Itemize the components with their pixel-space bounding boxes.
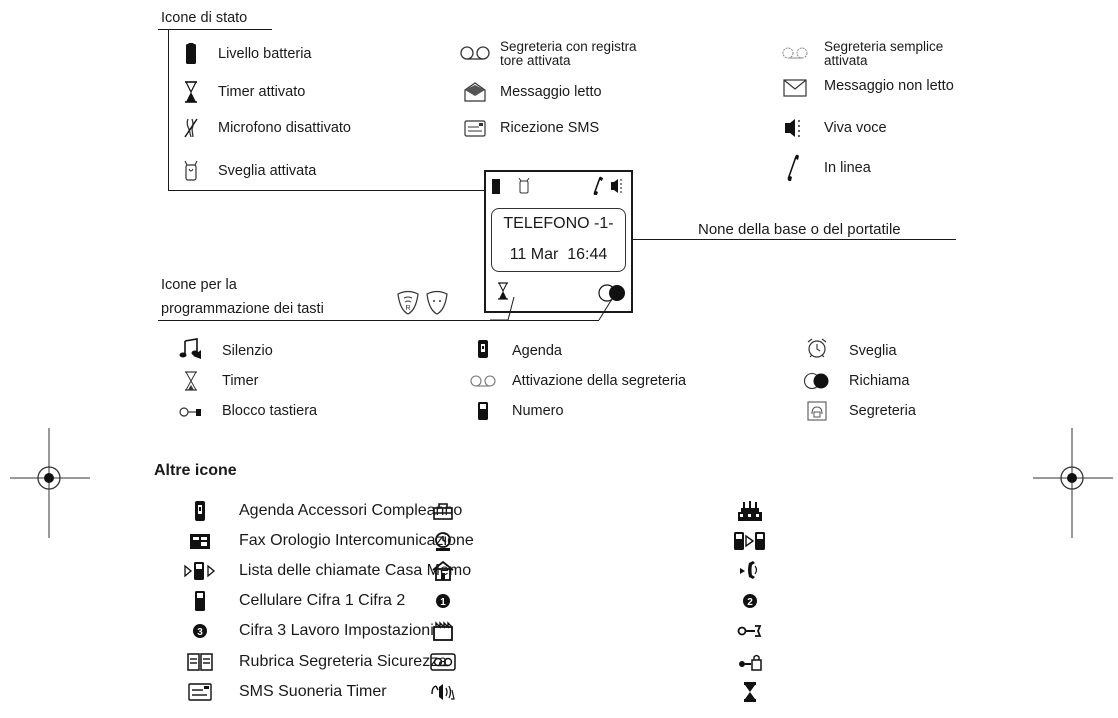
status-heading-underline (158, 29, 272, 30)
svg-text:1: 1 (440, 597, 446, 608)
registration-mark-left (10, 428, 90, 538)
message-read-icon (462, 81, 488, 103)
display-recall-icon (597, 284, 629, 307)
other-icons-row-label: Rubrica Segreteria Sicurezza (239, 653, 448, 670)
other-icons-row-label: Cifra 3 Lavoro Impostazioni (239, 622, 434, 639)
answering-recorder-label-line1: Segreteria con registra (500, 39, 637, 54)
speakerphone-label: Viva voce (824, 120, 887, 136)
battery-label: Livello batteria (218, 46, 312, 62)
handset-icon (782, 153, 804, 183)
ringtone-icon (426, 681, 460, 703)
alarm-clock-icon (180, 160, 202, 182)
programming-heading-line2: programmazione dei tasti (161, 301, 324, 317)
svg-text:3: 3 (197, 627, 203, 638)
message-unread-label: Messaggio non letto (824, 78, 954, 94)
svg-text:2: 2 (747, 597, 753, 608)
sms-icon (183, 681, 217, 703)
clock-icon (426, 530, 460, 552)
display-speaker-icon (610, 177, 624, 200)
timer-icon (733, 681, 767, 703)
programming-leader-lines (490, 296, 613, 321)
answering-recorder-label-line2: tore attivata (500, 53, 571, 68)
number-label: Numero (512, 403, 564, 419)
other-heading: Altre icone (154, 462, 237, 479)
answering-simple-label-line2: attivata (824, 53, 868, 68)
answering-key-icon (806, 400, 828, 422)
fax-icon (183, 530, 217, 552)
digit-3-icon: 3 (183, 620, 217, 642)
home-icon (426, 560, 460, 582)
display-screen: TELEFONO -1- 11 Mar 16:44 (491, 208, 626, 272)
accessories-icon (426, 500, 460, 522)
other-icons-row-label: Agenda Accessori Compleanno (239, 502, 463, 519)
timer-label: Timer (222, 373, 259, 389)
number-icon (472, 400, 494, 422)
silence-icon (178, 338, 204, 360)
agenda-small-icon (472, 338, 494, 360)
battery-icon (180, 43, 202, 65)
soft-key-right-icon (424, 290, 450, 316)
registration-mark-right (1033, 428, 1113, 538)
digit-2-icon: 2 (733, 590, 767, 612)
answering-key-label: Segreteria (849, 403, 916, 419)
base-name-leader (633, 239, 956, 240)
phonebook-icon (183, 651, 217, 673)
timer-on-label: Timer attivato (218, 84, 306, 100)
intercom-icon (733, 530, 767, 552)
programming-heading-underline (158, 320, 599, 321)
recall-label: Richiama (849, 373, 910, 389)
recall-icon (802, 370, 832, 392)
answering-simple-icon (780, 42, 810, 64)
silence-label: Silenzio (222, 343, 273, 359)
phone-display: TELEFONO -1- 11 Mar 16:44 (484, 170, 633, 313)
in-line-label: In linea (824, 160, 871, 176)
answering-machine-icon (426, 651, 460, 673)
call-list-icon (183, 560, 217, 582)
svg-text:R: R (405, 305, 410, 312)
display-battery-icon (492, 179, 500, 194)
digit-1-icon: 1 (426, 590, 460, 612)
base-name-label: None della base o del portatile (698, 221, 901, 238)
status-leader-horizontal (168, 190, 484, 191)
message-unread-icon (782, 77, 808, 99)
keylock-icon (178, 401, 204, 423)
alarm-icon (804, 337, 830, 359)
display-hourglass-icon (498, 282, 508, 305)
agenda-icon (183, 500, 217, 522)
other-icons-row-label: Lista delle chiamate Casa Memo (239, 562, 472, 579)
agenda-label: Agenda (512, 343, 562, 359)
status-heading: Icone di stato (161, 10, 248, 26)
keylock-label: Blocco tastiera (222, 403, 318, 419)
soft-key-left-icon: R (395, 290, 421, 316)
answering-activation-icon (468, 370, 498, 392)
answering-simple-label-line1: Segreteria semplice (824, 39, 944, 54)
sms-receive-icon (462, 117, 488, 139)
message-read-label: Messaggio letto (500, 84, 602, 100)
settings-icon (733, 620, 767, 642)
other-icons-row-label: Fax Orologio Intercomunicazione (239, 532, 474, 549)
birthday-icon (733, 500, 767, 522)
security-icon (733, 651, 767, 673)
display-line2: 11 Mar 16:44 (509, 246, 608, 263)
alarm-label: Sveglia (849, 343, 897, 359)
mobile-icon (183, 590, 217, 612)
alarm-on-label: Sveglia attivata (218, 163, 317, 179)
other-icons-row-label: Cellulare Cifra 1 Cifra 2 (239, 592, 406, 609)
speakerphone-icon (782, 117, 804, 139)
other-icons-row-label: SMS Suoneria Timer (239, 683, 387, 700)
status-leader-vertical (168, 29, 169, 190)
mic-off-label: Microfono disattivato (218, 120, 351, 136)
mic-off-icon (180, 117, 202, 139)
answering-recorder-icon (458, 42, 492, 64)
memo-icon (733, 560, 767, 582)
display-alarm-icon (518, 177, 530, 199)
work-icon (426, 620, 460, 642)
programming-heading-line1: Icone per la (161, 277, 237, 293)
answering-activation-label: Attivazione della segreteria (512, 373, 687, 389)
timer-hourglass-icon (180, 370, 202, 392)
sms-receive-label: Ricezione SMS (500, 120, 600, 136)
display-handset-icon (592, 176, 604, 201)
hourglass-icon (180, 81, 202, 103)
display-line1: TELEFONO -1- (503, 215, 614, 232)
